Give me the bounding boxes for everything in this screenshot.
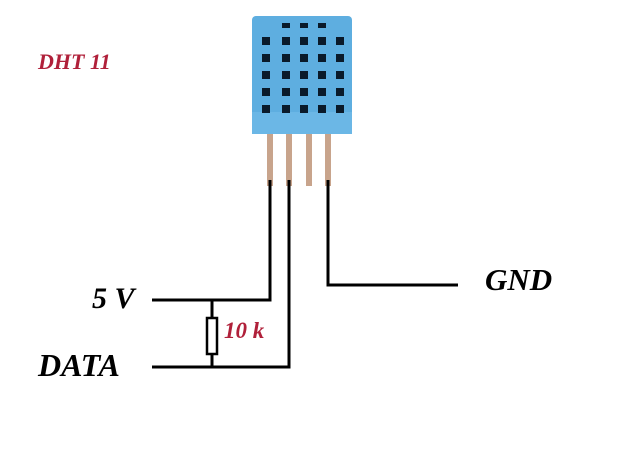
wire-gnd <box>326 180 458 287</box>
pin-2 <box>286 134 292 186</box>
grille-hole <box>262 54 270 62</box>
grille-hole <box>300 105 308 113</box>
wire-data <box>152 180 291 369</box>
grille-hole <box>262 105 270 113</box>
grille-hole <box>300 71 308 79</box>
sensor-base <box>252 112 352 134</box>
grille-hole <box>336 54 344 62</box>
pin-4 <box>325 134 331 186</box>
grille-hole <box>282 88 290 96</box>
grille-hole <box>336 37 344 45</box>
grille-hole <box>300 37 308 45</box>
resistor <box>205 316 219 356</box>
sensor-pins <box>267 134 331 186</box>
grille-hole <box>282 54 290 62</box>
grille-hole <box>336 105 344 113</box>
grille-hole <box>318 88 326 96</box>
grille-hole <box>318 23 326 28</box>
grille-hole <box>318 54 326 62</box>
grille-hole <box>262 71 270 79</box>
pin-3 <box>306 134 312 186</box>
wires <box>152 180 458 369</box>
grille-hole <box>282 37 290 45</box>
grille-hole <box>300 23 308 28</box>
grille-hole <box>262 37 270 45</box>
grille-hole <box>318 71 326 79</box>
label-data: DATA <box>38 347 120 383</box>
grille-hole <box>336 71 344 79</box>
diagram-title: DHT 11 <box>38 49 111 74</box>
grille-hole <box>300 88 308 96</box>
pin-1 <box>267 134 273 186</box>
dht11-sensor <box>252 16 352 134</box>
label-5v: 5 V <box>92 282 135 315</box>
grille-hole <box>300 54 308 62</box>
label-gnd: GND <box>485 262 553 297</box>
grille-hole <box>318 37 326 45</box>
grille-hole <box>336 88 344 96</box>
grille-hole <box>282 105 290 113</box>
label-resistor: 10 k <box>224 318 265 343</box>
grille-hole <box>282 71 290 79</box>
grille-hole <box>282 23 290 28</box>
wire-5v <box>152 180 272 302</box>
grille-hole <box>318 105 326 113</box>
sensor-grille <box>262 23 344 113</box>
grille-hole <box>262 88 270 96</box>
